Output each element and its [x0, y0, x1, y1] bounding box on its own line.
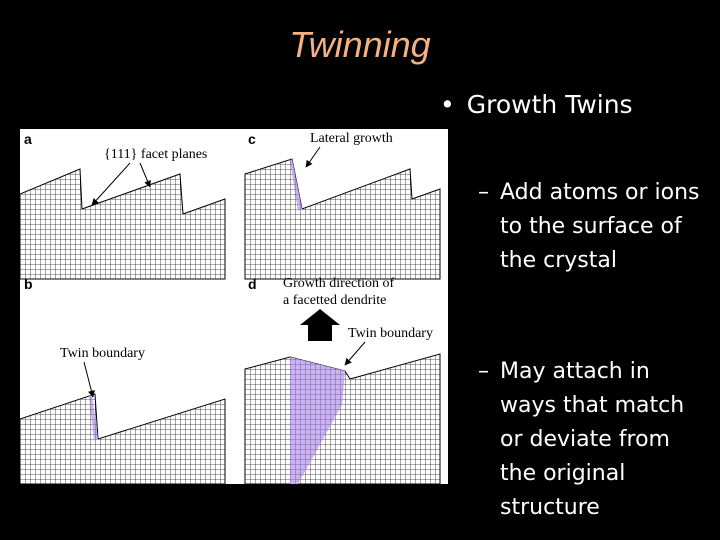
panel-label-d: d [248, 276, 257, 292]
crystal-b [20, 393, 226, 484]
twin-region-d [290, 357, 345, 484]
twinning-figure: a {111} facet planes c Lateral growth b … [20, 129, 448, 484]
panel-label-c: c [248, 131, 256, 147]
slide-title: Twinning [289, 24, 431, 65]
facet-arrow-2 [139, 162, 151, 188]
twin-boundary-d-arrow [344, 341, 366, 366]
panel-label-b: b [24, 276, 33, 292]
sub-point-text: May attach in ways that match or deviate… [500, 359, 685, 520]
bullet-text: Growth Twins [466, 90, 633, 119]
crystal-c [244, 158, 441, 280]
growth-direction-label-2: a facetted dendrite [283, 293, 386, 308]
lateral-growth-label: Lateral growth [310, 131, 393, 146]
sub-point-dash: – [478, 180, 489, 205]
sub-point-1: – Add atoms or ions to the surface of th… [478, 176, 708, 278]
main-bullet: • Growth Twins [440, 90, 633, 119]
lateral-growth-arrow [305, 146, 321, 168]
twin-region-c [290, 159, 302, 211]
bullet-glyph: • [440, 90, 455, 119]
twin-boundary-b-label: Twin boundary [60, 346, 145, 361]
twinning-diagram: a {111} facet planes c Lateral growth b … [20, 131, 441, 484]
sub-point-text: Add atoms or ions to the surface of the … [500, 180, 700, 273]
facet-arrow-1 [91, 162, 131, 206]
sub-point-2: – May attach in ways that match or devia… [478, 355, 708, 525]
twin-region-b [89, 395, 98, 441]
twin-boundary-b-arrow [83, 361, 95, 398]
panel-label-a: a [24, 131, 32, 147]
facet-planes-label: {111} facet planes [104, 147, 207, 162]
twin-boundary-d-label: Twin boundary [348, 326, 433, 341]
growth-direction-label-1: Growth direction of [283, 276, 395, 291]
sub-point-dash: – [478, 359, 489, 384]
growth-direction-arrow-icon [300, 309, 340, 341]
crystal-a [20, 168, 226, 280]
